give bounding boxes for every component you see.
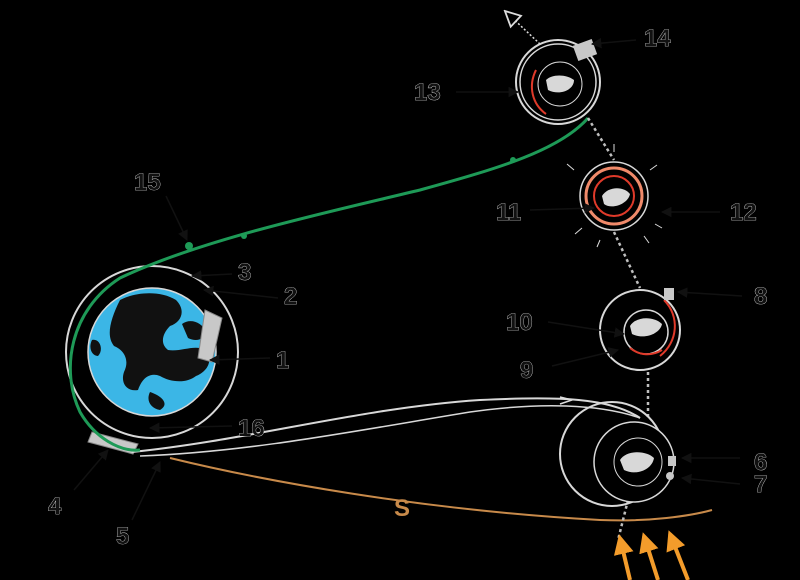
label-8: 8	[754, 283, 767, 310]
moon-craters-3	[630, 318, 662, 337]
outbound-arrow	[559, 396, 575, 405]
heat-ring	[584, 166, 644, 226]
label-3: 3	[238, 259, 251, 286]
label-11: 11	[496, 199, 521, 226]
label-7: 7	[754, 471, 767, 498]
return-trajectory	[68, 117, 590, 452]
moon-position-1	[506, 12, 601, 125]
moon-craters-2	[602, 188, 630, 207]
moon-position-3	[599, 288, 681, 371]
label-12: 12	[730, 199, 757, 226]
label-14: 14	[644, 25, 671, 52]
heated-arc-9	[629, 347, 663, 356]
moon-position-2	[566, 144, 663, 248]
label-2: 2	[284, 283, 297, 310]
label-10: 10	[506, 309, 533, 336]
earth-group	[65, 265, 239, 455]
heated-arc-8	[659, 299, 676, 357]
moon-orbit-ring-1	[515, 39, 601, 125]
label-s: S	[394, 495, 410, 522]
return-marker-1	[510, 157, 516, 163]
return-marker-3	[185, 242, 193, 250]
probe-small-8	[664, 288, 674, 300]
moon-craters-1	[546, 75, 574, 93]
label-5: 5	[116, 523, 129, 550]
earth-landmass	[90, 293, 210, 410]
return-marker-2	[241, 233, 247, 239]
sunlight-arrows	[613, 530, 690, 580]
label-13: 13	[414, 79, 441, 106]
outbound-trajectory	[131, 397, 641, 453]
label-4: 4	[48, 493, 62, 520]
earth-orbit-ring	[65, 265, 239, 439]
moon-craters-4	[620, 452, 654, 473]
probe-small-7	[666, 472, 674, 480]
arrow-icon	[208, 354, 271, 365]
moon-orbit-ring-2	[579, 161, 649, 231]
label-9: 9	[520, 357, 533, 384]
probe-small-6	[668, 456, 676, 466]
label-6: 6	[754, 449, 767, 476]
label-16: 16	[238, 415, 265, 442]
sun-path	[169, 457, 713, 522]
escape-arrow	[506, 12, 541, 45]
moon-position-4	[559, 401, 676, 507]
leader-arrows	[73, 37, 743, 521]
tether-chain	[586, 117, 650, 541]
label-15: 15	[134, 169, 161, 196]
heated-arc-13	[530, 69, 547, 115]
label-1: 1	[276, 347, 289, 374]
sun-ray-icon	[566, 144, 663, 248]
